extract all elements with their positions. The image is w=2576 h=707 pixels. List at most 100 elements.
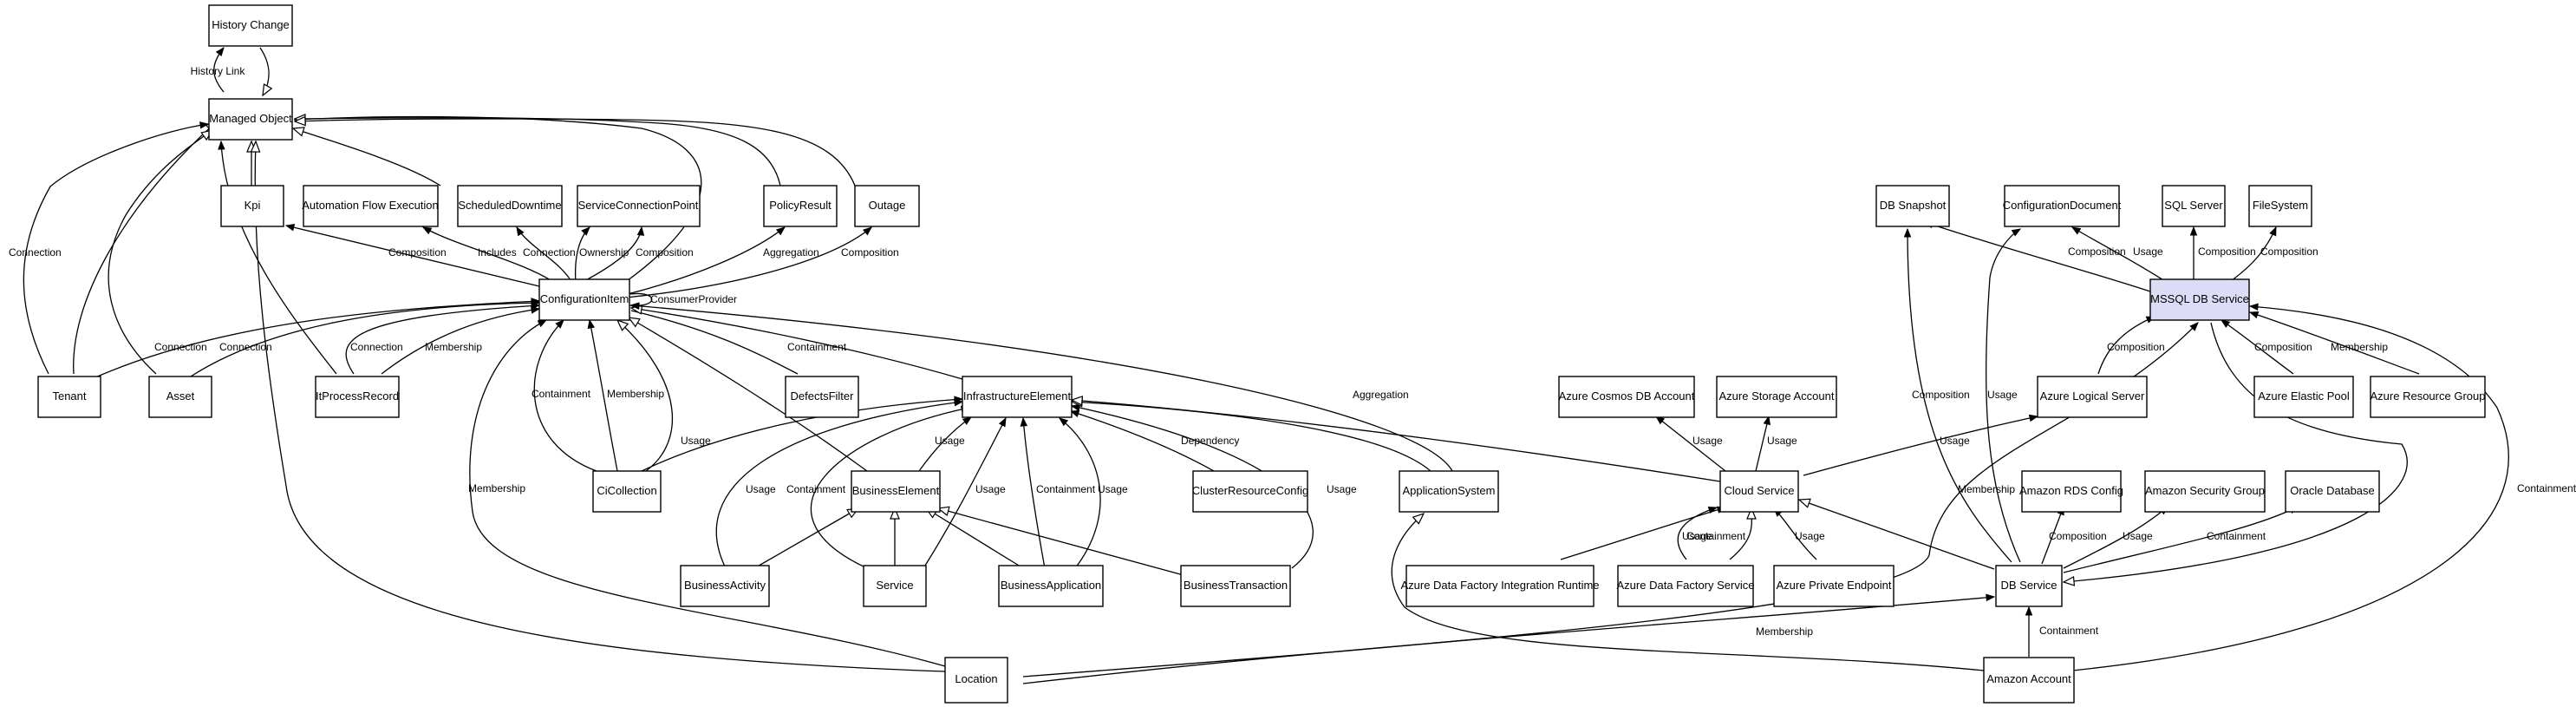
svg-text:Oracle Database: Oracle Database (2290, 484, 2375, 497)
edge-mssql-db-service-generalization (2064, 322, 2408, 582)
svg-text:DB Snapshot: DB Snapshot (1880, 199, 1947, 212)
node-application-system[interactable]: ApplicationSystem (1399, 470, 1499, 513)
node-cloud-service[interactable]: Cloud Service (1719, 470, 1799, 513)
node-sql-server[interactable]: SQL Server (2162, 185, 2226, 227)
edge-ci-consumer-provider: ConsumerProvider (630, 292, 737, 305)
node-amazon-account[interactable]: Amazon Account (1983, 657, 2075, 704)
edge-label-snapshot-composition: Composition (1912, 389, 1970, 401)
node-configuration-item[interactable]: ConfigurationItem (538, 278, 630, 321)
node-tenant[interactable]: Tenant (37, 376, 101, 418)
svg-text:Azure Data Factory Integration: Azure Data Factory Integration Runtime (1400, 579, 1599, 592)
svg-text:Location: Location (955, 672, 997, 685)
edge-label-itprocess-membership: Membership (425, 341, 482, 353)
edge-mssql-sql-server-composition: Composition (2194, 227, 2256, 283)
svg-text:DefectsFilter: DefectsFilter (791, 390, 855, 403)
edge-mssql-configdoc-usage: Usage (2072, 227, 2168, 284)
node-db-service[interactable]: DB Service (1995, 565, 2063, 607)
node-business-element[interactable]: BusinessElement (851, 470, 941, 513)
edge-outage-generalization (295, 119, 856, 187)
node-business-application[interactable]: BusinessApplication (998, 565, 1104, 607)
svg-text:ItProcessRecord: ItProcessRecord (316, 390, 399, 403)
edge-label-tenant-connection: Connection (9, 246, 62, 259)
edge-ci-collection-containment: Containment (532, 320, 597, 472)
node-file-system[interactable]: FileSystem (2248, 185, 2312, 227)
edge-cloud-service-cosmos-usage: Usage (1656, 416, 1726, 472)
node-azure-storage-account[interactable]: Azure Storage Account (1716, 376, 1837, 418)
edge-label-cicollection-usage: Usage (681, 435, 711, 447)
node-it-process-record[interactable]: ItProcessRecord (315, 376, 400, 418)
edge-db-service-security-group-usage: Usage (2063, 507, 2168, 569)
node-azure-cosmos-db-account[interactable]: Azure Cosmos DB Account (1558, 376, 1695, 418)
edge-label-adf-ir-usage: Usage (1682, 530, 1712, 542)
svg-text:BusinessTransaction: BusinessTransaction (1184, 579, 1288, 592)
node-configuration-document[interactable]: ConfigurationDocument (2003, 185, 2122, 227)
node-amazon-rds-config[interactable]: Amazon RDS Config (2019, 470, 2123, 513)
node-automation-flow-execution[interactable]: Automation Flow Execution (302, 185, 439, 227)
edge-label-rds-composition: Composition (2049, 530, 2107, 542)
edge-label-mssql-snapshot-composition: Composition (2068, 245, 2126, 258)
edge-business-element-ci-generalization (629, 317, 868, 472)
edge-label-policy-aggregation: Aggregation (763, 246, 819, 259)
node-scheduled-downtime[interactable]: ScheduledDowntime (457, 185, 563, 227)
node-business-activity[interactable]: BusinessActivity (680, 565, 770, 607)
edge-history-change-generalization (259, 47, 269, 95)
edge-label-configdoc-usage: Usage (1987, 389, 2018, 401)
edge-location-ci-membership: Membership (468, 319, 946, 667)
edge-db-service-configdoc-usage: Usage (1985, 229, 2020, 563)
node-azure-resource-group[interactable]: Azure Resource Group (2370, 376, 2486, 418)
node-asset[interactable]: Asset (148, 376, 212, 418)
node-db-snapshot[interactable]: DB Snapshot (1875, 185, 1950, 227)
svg-text:CiCollection: CiCollection (597, 484, 656, 497)
edge-label-cicollection-membership: Membership (607, 388, 664, 400)
edge-business-application-infrastructure-usage: Usage (1060, 418, 1128, 569)
node-outage[interactable]: Outage (854, 185, 920, 227)
edge-it-process-ci-membership: Membership (381, 309, 539, 375)
edge-label-security-group-usage: Usage (2123, 530, 2153, 542)
node-defects-filter[interactable]: DefectsFilter (785, 376, 859, 418)
node-location[interactable]: Location (944, 657, 1008, 704)
node-azure-logical-server[interactable]: Azure Logical Server (2037, 376, 2148, 418)
edge-logical-server-mssql-composition: Composition (2097, 316, 2165, 375)
edge-adf-service-cloud-generalization (1729, 508, 1751, 560)
node-cluster-resource-config[interactable]: ClusterResourceConfig (1192, 470, 1308, 513)
edge-mssql-filesystem-composition: Composition (2227, 227, 2318, 284)
edge-application-system-infrastructure-generalization (1072, 402, 1431, 472)
edge-label-logical-server-usage: Usage (1940, 435, 1970, 447)
edge-location-mssql-membership: Membership (1022, 323, 2198, 678)
node-service[interactable]: Service (863, 565, 927, 607)
svg-text:Azure Resource Group: Azure Resource Group (2371, 390, 2486, 403)
node-kpi[interactable]: Kpi (220, 185, 284, 227)
edge-db-service-oracle-containment: Containment (2063, 506, 2298, 573)
node-service-connection-point[interactable]: ServiceConnectionPoint (577, 185, 701, 227)
svg-text:ClusterResourceConfig: ClusterResourceConfig (1192, 484, 1308, 497)
edge-business-application-generalization (926, 508, 1024, 569)
node-amazon-security-group[interactable]: Amazon Security Group (2144, 470, 2266, 513)
node-azure-data-factory-service[interactable]: Azure Data Factory Service (1617, 565, 1755, 607)
node-infrastructure-element[interactable]: InfrastructureElement (962, 376, 1073, 418)
node-business-transaction[interactable]: BusinessTransaction (1180, 565, 1291, 607)
node-azure-data-factory-integration-runtime[interactable]: Azure Data Factory Integration Runtime (1400, 565, 1600, 607)
edge-business-activity-generalization (753, 508, 858, 569)
node-managed-object[interactable]: Managed Object (208, 98, 293, 141)
edge-infrastructure-ci-generalization (631, 308, 963, 380)
svg-text:BusinessActivity: BusinessActivity (684, 579, 766, 592)
node-ci-collection[interactable]: CiCollection (592, 470, 662, 513)
edge-business-transaction-generalization (938, 508, 1184, 576)
edge-label-businesselement-usage: Usage (935, 435, 965, 447)
node-azure-elastic-pool[interactable]: Azure Elastic Pool (2253, 376, 2354, 418)
node-history-change[interactable]: History Change (208, 4, 293, 47)
node-policy-result[interactable]: PolicyResult (763, 185, 838, 227)
svg-text:Azure Private Endpoint: Azure Private Endpoint (1777, 579, 1892, 592)
edge-label-businessactivity-usage: Usage (746, 483, 776, 495)
node-oracle-database[interactable]: Oracle Database (2285, 470, 2380, 513)
edge-cloud-service-infrastructure-generalization (1072, 400, 1721, 482)
edge-label-mssql-configdoc-usage: Usage (2133, 245, 2163, 258)
node-mssql-db-service[interactable]: MSSQL DB Service (2149, 278, 2250, 321)
edge-business-activity-infrastructure-usage: Usage (715, 402, 962, 569)
edge-label-location-ci-membership: Membership (468, 482, 525, 494)
edge-label-consumer-provider: ConsumerProvider (650, 293, 737, 305)
edge-tenant-generalization (73, 121, 217, 375)
node-azure-private-endpoint[interactable]: Azure Private Endpoint (1773, 565, 1895, 607)
svg-text:Automation Flow Execution: Automation Flow Execution (302, 199, 439, 212)
svg-text:Service: Service (876, 579, 913, 592)
